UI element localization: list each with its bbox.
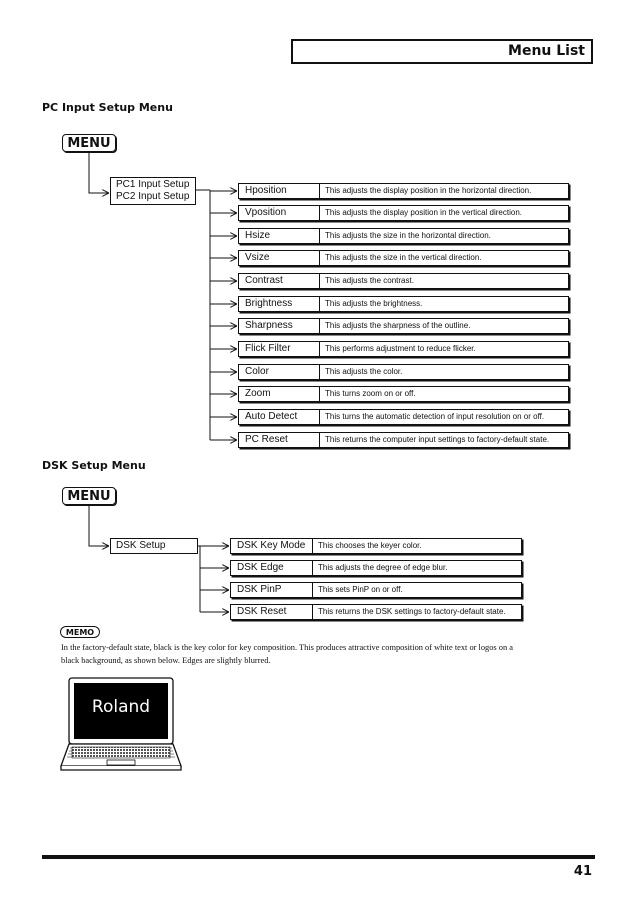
pc-menu-item: Brightness This adjusts the brightness. (238, 296, 569, 312)
pc-menu-item-desc: This turns zoom on or off. (325, 389, 416, 398)
page-header-title: Menu List (508, 43, 585, 59)
pc-menu-item-name: Vsize (239, 251, 320, 265)
pc-menu-item-name: Contrast (239, 274, 320, 288)
pc-menu-item-desc: This performs adjustment to reduce flick… (325, 344, 476, 353)
pc-menu-item-desc: This adjusts the size in the horizontal … (325, 231, 491, 240)
pc-menu-item: Vsize This adjusts the size in the vertic… (238, 250, 569, 266)
pc-menu-item-name: Hsize (239, 229, 320, 243)
pc-menu-badge: MENU (62, 134, 116, 152)
pc-menu-item: Sharpness This adjusts the sharpness of t… (238, 318, 569, 334)
dsk-menu-item-name: DSK PinP (231, 583, 313, 597)
dsk-menu-item: DSK Reset This returns the DSK settings t… (230, 604, 522, 620)
pc-source-box: PC1 Input Setup PC2 Input Setup (110, 177, 196, 205)
memo-text: In the factory-default state, black is t… (61, 641, 586, 667)
pc-menu-item-desc: This turns the automatic detection of in… (325, 412, 545, 421)
pc-menu-item: Flick Filter This performs adjustment to … (238, 341, 569, 357)
pc-menu-item-name: Hposition (239, 184, 320, 198)
laptop-screen-logo: Roland (91, 697, 151, 717)
pc-menu-item-desc: This adjusts the display position in the… (325, 208, 522, 217)
dsk-menu-item-name: DSK Reset (231, 605, 313, 619)
pc-menu-item-name: Auto Detect (239, 410, 320, 424)
pc-menu-item-name: Color (239, 365, 320, 379)
pc-section-heading: PC Input Setup Menu (42, 101, 173, 114)
dsk-menu-badge: MENU (62, 487, 116, 505)
dsk-menu-item-desc: This returns the DSK settings to factory… (318, 607, 506, 616)
pc-menu-item-desc: This adjusts the color. (325, 367, 403, 376)
memo-badge: MEMO (60, 626, 100, 638)
dsk-menu-item-name: DSK Key Mode (231, 539, 313, 553)
pc-menu-item-desc: This adjusts the brightness. (325, 299, 423, 308)
pc-menu-item-name: Brightness (239, 297, 320, 311)
dsk-section-heading: DSK Setup Menu (42, 459, 146, 472)
pc-menu-item-name: Flick Filter (239, 342, 320, 356)
pc-menu-item-desc: This adjusts the contrast. (325, 276, 414, 285)
dsk-menu-item: DSK PinP This sets PinP on or off. (230, 582, 522, 598)
dsk-menu-item: DSK Edge This adjusts the degree of edge … (230, 560, 522, 576)
pc2-input-setup-label: PC2 Input Setup (116, 191, 190, 202)
pc-menu-item-desc: This adjusts the size in the vertical di… (325, 253, 482, 262)
pc-menu-item: Contrast This adjusts the contrast. (238, 273, 569, 289)
pc-menu-item: Hsize This adjusts the size in the horizo… (238, 228, 569, 244)
pc-menu-item: Vposition This adjusts the display positi… (238, 205, 569, 221)
pc-menu-item: PC Reset This returns the computer input … (238, 432, 569, 448)
pc-menu-item-name: Zoom (239, 387, 320, 401)
pc-menu-item-desc: This adjusts the sharpness of the outlin… (325, 321, 471, 330)
page-header-box: Menu List (291, 39, 593, 64)
dsk-source-box: DSK Setup (110, 538, 198, 554)
pc-menu-item-name: Sharpness (239, 319, 320, 333)
laptop-illustration: Roland (60, 677, 182, 772)
pc-menu-item: Zoom This turns zoom on or off. (238, 386, 569, 402)
memo-text-line-2: black background, as shown below. Edges … (61, 656, 271, 665)
pc-menu-item: Auto Detect This turns the automatic dete… (238, 409, 569, 425)
pc-menu-item-desc: This adjusts the display position in the… (325, 186, 532, 195)
dsk-menu-item-desc: This chooses the keyer color. (318, 541, 422, 550)
pc-menu-item-desc: This returns the computer input settings… (325, 435, 550, 444)
dsk-menu-item: DSK Key Mode This chooses the keyer color… (230, 538, 522, 554)
pc-menu-item: Hposition This adjusts the display positi… (238, 183, 569, 199)
laptop-icon (60, 677, 182, 771)
dsk-menu-item-desc: This adjusts the degree of edge blur. (318, 563, 448, 572)
dsk-menu-item-name: DSK Edge (231, 561, 313, 575)
pc-menu-item-name: Vposition (239, 206, 320, 220)
page-number: 41 (573, 864, 592, 879)
pc-menu-item-name: PC Reset (239, 433, 320, 447)
dsk-menu-item-desc: This sets PinP on or off. (318, 585, 403, 594)
memo-text-line-1: In the factory-default state, black is t… (61, 643, 513, 652)
pc1-input-setup-label: PC1 Input Setup (116, 179, 190, 190)
pc-menu-item: Color This adjusts the color. (238, 364, 569, 380)
footer-rule (42, 855, 595, 859)
